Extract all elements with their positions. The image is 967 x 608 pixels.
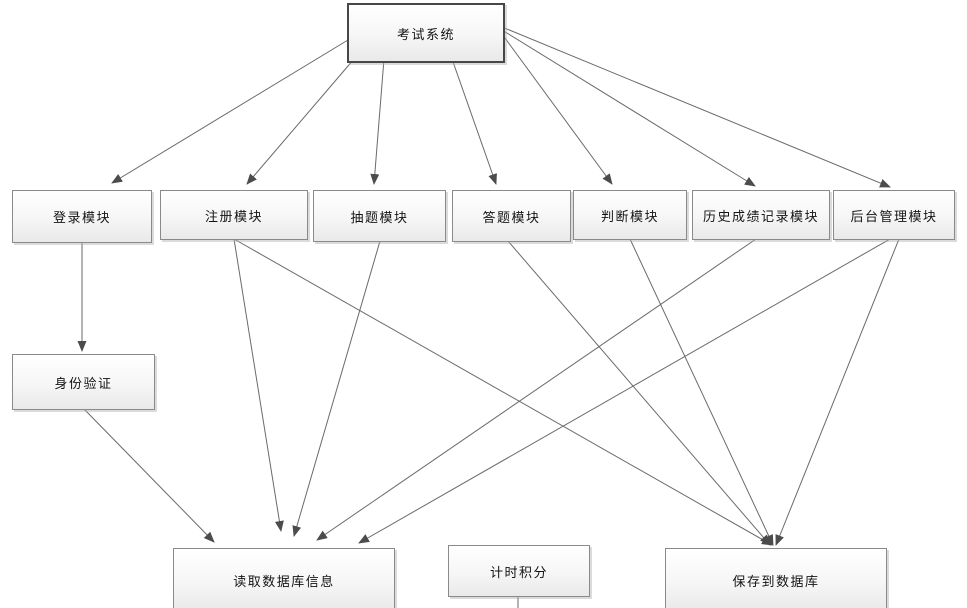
node-admin-module: 后台管理模块 (833, 190, 955, 240)
node-timing-score: 计时积分 (448, 545, 590, 597)
node-register-module-label: 注册模块 (204, 209, 263, 225)
node-judge-module-label: 判断模块 (600, 209, 659, 225)
edge-exam-system-to-register-module (246, 58, 355, 185)
node-save-db-label: 保存到数据库 (732, 574, 820, 590)
edge-admin-module-to-read-db (358, 238, 891, 544)
node-login-module-label: 登录模块 (52, 211, 111, 226)
edge-exam-system-to-draw-question-module (370, 58, 385, 185)
edge-exam-system-to-judge-module (501, 33, 613, 185)
node-identity-verify-label: 身份验证 (54, 376, 113, 392)
node-read-db-label: 读取数据库信息 (233, 574, 335, 590)
edge-exam-system-to-admin-module (501, 26, 891, 188)
edge-history-score-module-to-read-db (316, 238, 757, 541)
edge-exam-system-to-login-module (111, 39, 349, 184)
node-register-module: 注册模块 (160, 190, 308, 240)
node-answer-module: 答题模块 (452, 190, 571, 242)
edge-register-module-to-read-db (233, 238, 284, 532)
node-login-module: 登录模块 (12, 190, 152, 243)
node-history-score-module-label: 历史成绩记录模块 (702, 209, 819, 225)
node-exam-system-label: 考试系统 (396, 27, 455, 43)
node-answer-module-label: 答题模块 (482, 210, 541, 226)
node-draw-question-module-label: 抽题模块 (350, 210, 409, 226)
node-exam-system: 考试系统 (347, 3, 505, 63)
node-read-db: 读取数据库信息 (173, 548, 395, 608)
edge-draw-question-module-to-read-db (292, 240, 381, 537)
edge-answer-module-to-save-db (507, 240, 771, 546)
edge-admin-module-to-save-db (775, 238, 900, 546)
edge-register-module-to-save-db (233, 238, 773, 546)
node-save-db: 保存到数据库 (665, 548, 887, 608)
node-timing-score-label: 计时积分 (489, 565, 548, 581)
node-identity-verify: 身份验证 (12, 354, 155, 410)
node-draw-question-module: 抽题模块 (313, 190, 446, 242)
edge-exam-system-to-history-score-module (501, 29, 756, 187)
node-history-score-module: 历史成绩记录模块 (692, 190, 830, 240)
edge-exam-system-to-answer-module (451, 58, 497, 185)
edge-judge-module-to-save-db (629, 238, 774, 546)
edge-identity-verify-to-read-db (83, 408, 215, 543)
node-admin-module-label: 后台管理模块 (850, 209, 938, 225)
node-judge-module: 判断模块 (573, 190, 687, 240)
